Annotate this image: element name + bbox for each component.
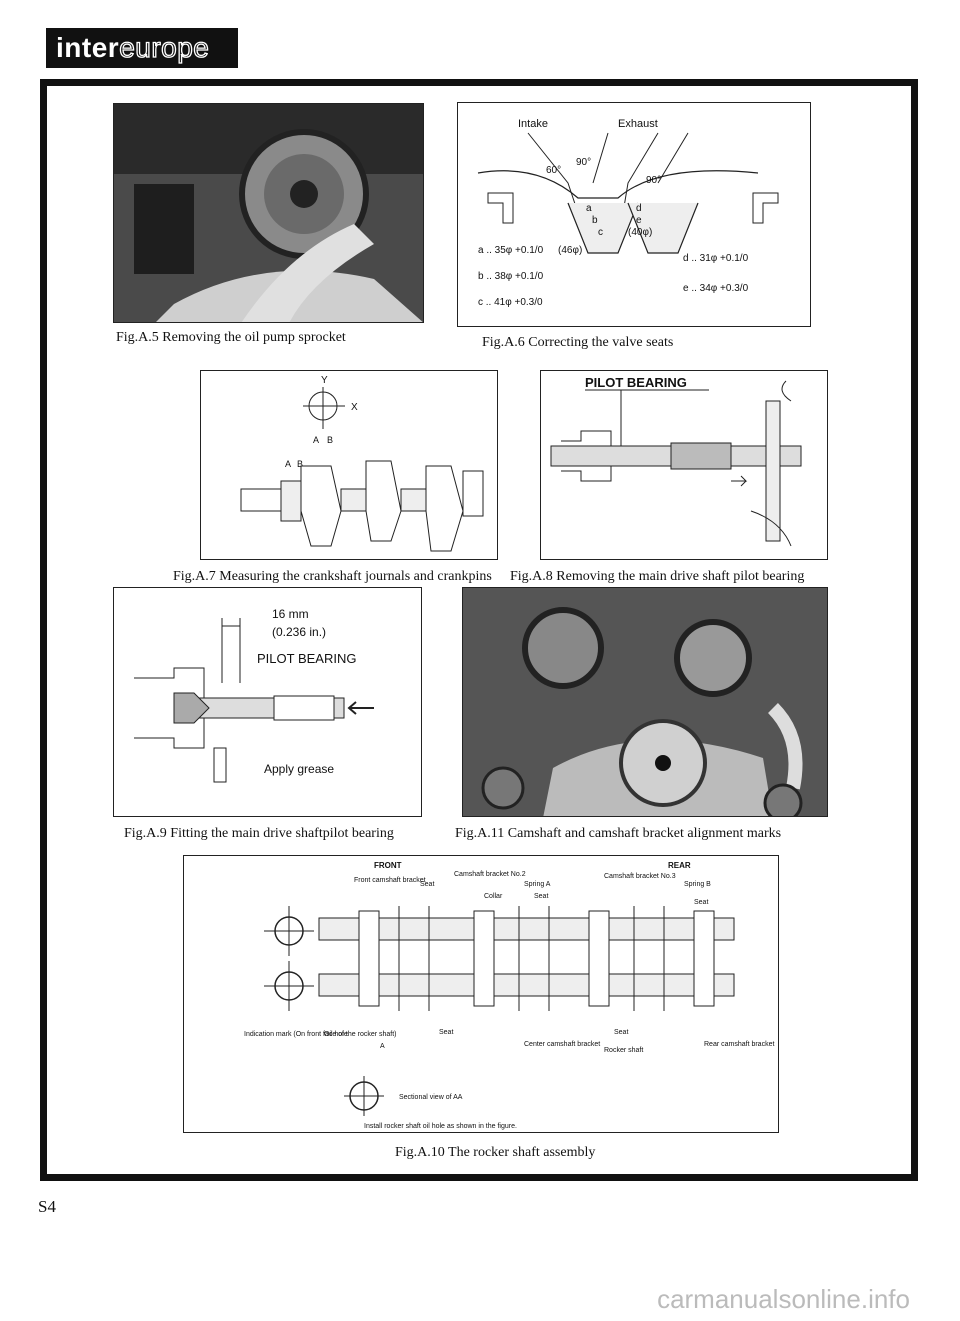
svg-text:Center camshaft bracket: Center camshaft bracket <box>524 1041 600 1048</box>
svg-text:REAR: REAR <box>668 861 691 870</box>
svg-text:90°: 90° <box>646 175 661 186</box>
svg-text:(40φ): (40φ) <box>628 227 652 238</box>
svg-text:A: A <box>313 435 319 445</box>
fig-a11-caption: Fig.A.11 Camshaft and camshaft bracket a… <box>455 826 782 841</box>
logo-text-bold: inter <box>56 32 120 63</box>
svg-text:A: A <box>285 459 291 469</box>
svg-text:e .. 34φ +0.3/0: e .. 34φ +0.3/0 <box>683 283 749 294</box>
svg-text:Seat: Seat <box>439 1029 453 1036</box>
fig-a8-diagram: PILOT BEARING <box>540 370 828 560</box>
svg-text:e: e <box>636 215 642 226</box>
pilot-bearing-fitting-diagram: 16 mm (0.236 in.) PILOT BEARING Apply gr… <box>134 607 374 783</box>
svg-text:Seat: Seat <box>694 899 708 906</box>
fig-a6-diagram: Intake Exhaust 60° 90° 90° a b c d e (46… <box>457 102 811 327</box>
svg-text:PILOT BEARING: PILOT BEARING <box>257 651 356 666</box>
svg-text:c .. 41φ +0.3/0: c .. 41φ +0.3/0 <box>478 297 543 308</box>
fig-a10-diagram: FRONT REAR Front camshaft bracket Seat C… <box>183 855 779 1133</box>
svg-text:Camshaft bracket No.2: Camshaft bracket No.2 <box>454 871 526 878</box>
fig-a6-caption: Fig.A.6 Correcting the valve seats <box>482 335 674 350</box>
svg-text:Spring A: Spring A <box>524 881 551 888</box>
svg-text:Front camshaft bracket: Front camshaft bracket <box>354 877 426 884</box>
crankshaft-diagram: Y X A B A B <box>240 375 484 552</box>
svg-text:Rear camshaft bracket: Rear camshaft bracket <box>704 1041 774 1048</box>
svg-text:PILOT BEARING: PILOT BEARING <box>585 375 687 390</box>
pilot-bearing-removal-diagram: PILOT BEARING <box>550 375 802 547</box>
svg-text:d .. 31φ +0.1/0: d .. 31φ +0.1/0 <box>683 253 749 264</box>
svg-text:d: d <box>636 203 642 214</box>
svg-text:Oil hole: Oil hole <box>324 1031 348 1038</box>
svg-text:B: B <box>327 435 333 445</box>
svg-text:60°: 60° <box>546 165 561 176</box>
fig-a5-photo <box>113 103 424 323</box>
svg-text:b: b <box>592 215 598 226</box>
svg-text:Y: Y <box>321 375 328 386</box>
svg-text:Seat: Seat <box>420 881 434 888</box>
logo-text-outline: europe <box>119 31 210 63</box>
svg-text:(46φ): (46φ) <box>558 245 582 256</box>
svg-text:c: c <box>598 227 603 238</box>
svg-text:(0.236 in.): (0.236 in.) <box>272 625 326 639</box>
svg-text:Seat: Seat <box>534 893 548 900</box>
svg-text:Seat: Seat <box>614 1029 628 1036</box>
svg-text:90°: 90° <box>576 157 591 168</box>
svg-text:a .. 35φ +0.1/0: a .. 35φ +0.1/0 <box>478 245 544 256</box>
svg-text:Camshaft bracket No.3: Camshaft bracket No.3 <box>604 873 676 880</box>
svg-text:A: A <box>380 1043 385 1050</box>
camshaft-alignment-photo <box>463 588 827 816</box>
fig-a11-photo <box>462 587 828 817</box>
fig-a9-diagram: 16 mm (0.236 in.) PILOT BEARING Apply gr… <box>113 587 422 817</box>
svg-text:B: B <box>297 459 303 469</box>
valve-seat-diagram: Intake Exhaust 60° 90° 90° a b c d e (46… <box>477 118 779 308</box>
svg-text:16 mm: 16 mm <box>272 607 309 621</box>
svg-text:X: X <box>351 402 358 413</box>
oil-pump-sprocket-photo <box>114 104 423 322</box>
fig-a10-caption: Fig.A.10 The rocker shaft assembly <box>395 1145 596 1160</box>
fig-a9-caption: Fig.A.9 Fitting the main drive shaftpilo… <box>124 826 394 841</box>
page-frame <box>40 79 918 1181</box>
svg-text:Collar: Collar <box>484 893 503 900</box>
svg-text:Exhaust: Exhaust <box>618 118 658 130</box>
svg-text:Install rocker shaft oil hole: Install rocker shaft oil hole as shown i… <box>364 1123 517 1130</box>
svg-text:Sectional view of AA: Sectional view of AA <box>399 1094 463 1101</box>
svg-text:Spring B: Spring B <box>684 881 711 888</box>
fig-a8-caption: Fig.A.8 Removing the main drive shaft pi… <box>510 569 805 584</box>
svg-text:Indication mark (On front face: Indication mark (On front face of the ro… <box>244 1031 397 1038</box>
svg-text:Rocker shaft: Rocker shaft <box>604 1047 643 1054</box>
svg-text:Intake: Intake <box>518 118 548 130</box>
fig-a5-caption: Fig.A.5 Removing the oil pump sprocket <box>116 330 346 345</box>
svg-text:a: a <box>586 203 592 214</box>
fig-a7-caption: Fig.A.7 Measuring the crankshaft journal… <box>173 569 492 584</box>
svg-text:FRONT: FRONT <box>374 861 402 870</box>
rocker-shaft-assembly-diagram: FRONT REAR Front camshaft bracket Seat C… <box>244 861 774 1130</box>
page-number: S4 <box>38 1197 56 1216</box>
fig-a7-diagram: Y X A B A B <box>200 370 498 560</box>
watermark: carmanualsonline.info <box>657 1284 910 1314</box>
svg-text:b .. 38φ +0.1/0: b .. 38φ +0.1/0 <box>478 271 544 282</box>
svg-text:Apply grease: Apply grease <box>264 762 334 776</box>
